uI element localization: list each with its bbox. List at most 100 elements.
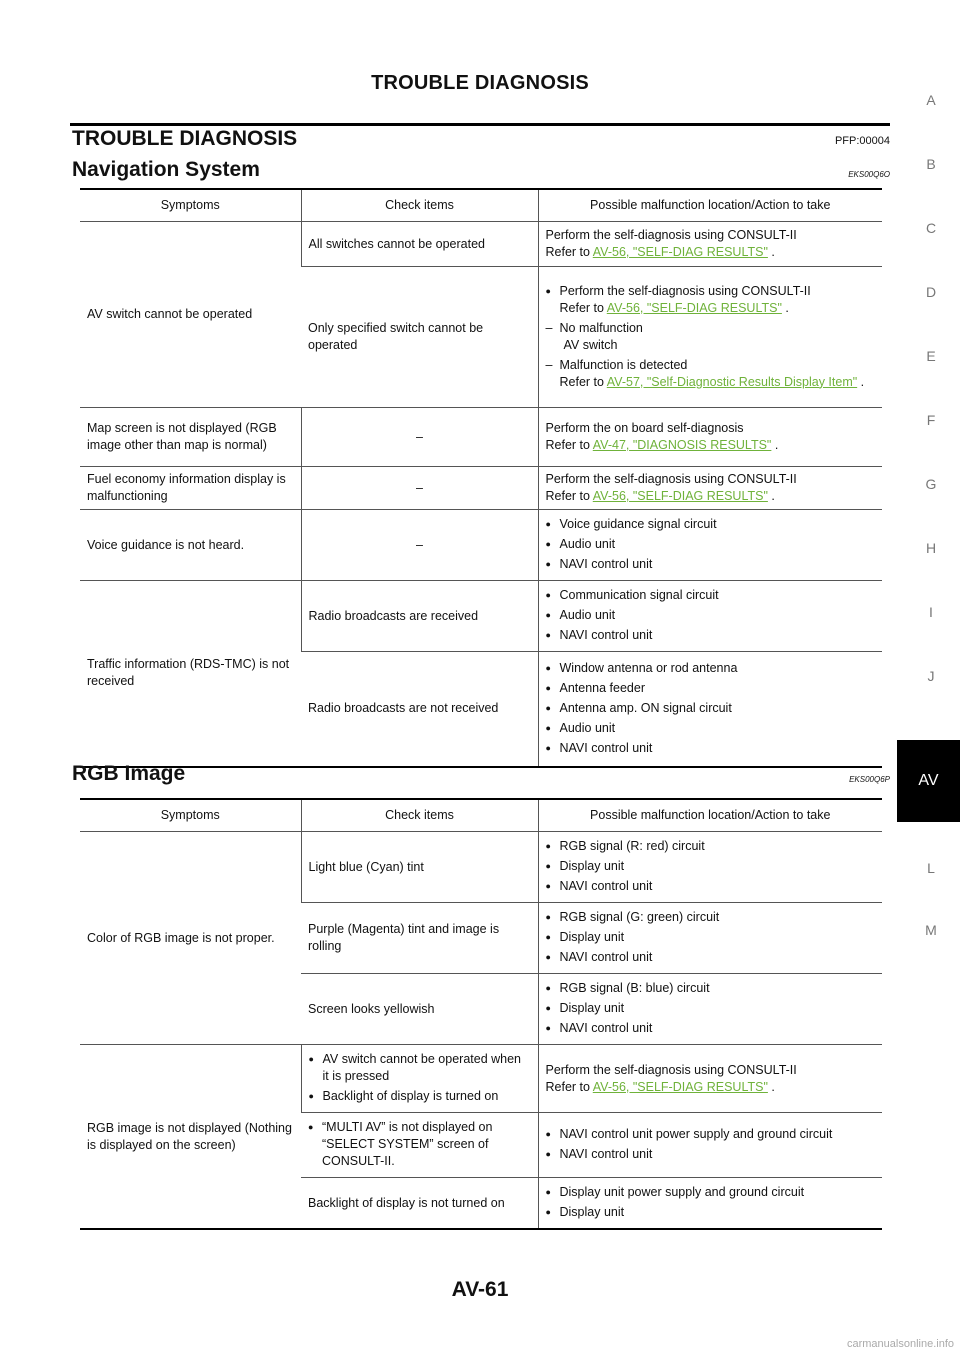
table-row: Fuel economy information display is malf… <box>80 466 882 510</box>
link-self-diag-results[interactable]: AV-56, "SELF-DIAG RESULTS" <box>592 245 768 259</box>
col-check-items: Check items <box>300 189 538 222</box>
bullet-item: NAVI control unit <box>546 878 876 895</box>
table-row: Map screen is not displayed (RGB image o… <box>80 407 882 467</box>
period: . <box>774 438 779 452</box>
action-cell: Perform the self-diagnosis using CONSULT… <box>537 466 882 510</box>
side-tab-b[interactable]: B <box>926 156 936 172</box>
period: . <box>785 300 789 315</box>
refer-line: Refer to AV-47, "DIAGNOSIS RESULTS" . <box>546 437 876 454</box>
rgb-section-title: RGB Image <box>72 762 186 785</box>
check-cell: AV switch cannot be operated when it is … <box>300 1044 538 1113</box>
action-cell: Communication signal circuit Audio unit … <box>537 580 882 652</box>
check-cell: – <box>300 407 538 467</box>
symptom-cell: AV switch cannot be operated <box>80 221 301 408</box>
main-title: TROUBLE DIAGNOSIS <box>72 127 298 150</box>
link-self-diag-results[interactable]: AV-56, "SELF-DIAG RESULTS" <box>592 489 768 503</box>
check-cell: Light blue (Cyan) tint <box>300 831 538 903</box>
bullet-item: NAVI control unit power supply and groun… <box>546 1126 876 1143</box>
link-self-diag-results[interactable]: AV-56, "SELF-DIAG RESULTS" <box>606 300 782 315</box>
symptom-cell: Fuel economy information display is malf… <box>80 466 301 510</box>
col-action: Possible malfunction location/Action to … <box>537 189 882 222</box>
bullet-text: Perform the self-diagnosis using CONSULT… <box>559 283 811 298</box>
action-line: Perform the self-diagnosis using CONSULT… <box>545 1062 797 1077</box>
check-cell: Only specified switch cannot be operated <box>301 266 538 408</box>
action-cell: Window antenna or rod antenna Antenna fe… <box>537 651 882 767</box>
bullet-item: Audio unit <box>546 607 876 624</box>
nav-section-title: Navigation System <box>72 158 260 181</box>
table-row: Radio broadcasts are not received Window… <box>80 651 882 767</box>
side-tab-g[interactable]: G <box>925 476 937 492</box>
action-cell: Voice guidance signal circuit Audio unit… <box>537 509 882 581</box>
header-rule <box>70 123 890 126</box>
period: . <box>860 374 865 389</box>
action-line: Perform the self-diagnosis using CONSULT… <box>545 228 797 242</box>
check-cell: Purple (Magenta) tint and image is rolli… <box>301 902 538 974</box>
side-tab-f[interactable]: F <box>926 412 936 428</box>
link-self-diag-results[interactable]: AV-56, "SELF-DIAG RESULTS" <box>592 1079 768 1094</box>
table-row: Purple (Magenta) tint and image is rolli… <box>80 902 882 974</box>
table-row: Traffic information (RDS-TMC) is not rec… <box>80 580 882 767</box>
check-cell: All switches cannot be operated <box>300 221 538 267</box>
refer-line: Refer to AV-56, "SELF-DIAG RESULTS" . <box>546 1079 876 1096</box>
bullet-item: Display unit <box>546 1204 876 1221</box>
refer-text: Refer to <box>559 374 604 389</box>
symptom-cell: Voice guidance is not heard. <box>80 509 301 581</box>
refer-line: Refer to AV-56, "SELF-DIAG RESULTS" . <box>546 488 876 505</box>
dash-item: No malfunction AV switch <box>546 320 876 354</box>
action-cell: Perform the self-diagnosis using CONSULT… <box>537 221 882 267</box>
navigation-table: Symptoms Check items Possible malfunctio… <box>80 188 882 768</box>
table-row: RGB image is not displayed (Nothing is d… <box>80 1044 882 1229</box>
action-cell: Perform the self-diagnosis using CONSULT… <box>537 266 882 408</box>
bullet-item: NAVI control unit <box>546 556 876 573</box>
table-row: Only specified switch cannot be operated… <box>80 266 882 408</box>
bullet-item: RGB signal (G: green) circuit <box>546 909 876 926</box>
action-cell: RGB signal (B: blue) circuit Display uni… <box>537 973 882 1045</box>
bullet-item: NAVI control unit <box>546 740 876 757</box>
symptom-cell: Map screen is not displayed (RGB image o… <box>80 407 301 467</box>
period: . <box>771 489 775 503</box>
link-diagnosis-results[interactable]: AV-47, "DIAGNOSIS RESULTS" <box>592 438 772 452</box>
side-tab-j[interactable]: J <box>927 668 935 684</box>
refer-line: Refer to AV-56, "SELF-DIAG RESULTS" . <box>546 244 876 261</box>
side-tab-av-active[interactable]: AV <box>897 740 960 822</box>
side-tab-m[interactable]: M <box>925 922 937 938</box>
sub-text: AV switch <box>563 337 618 352</box>
table-row: AV switch cannot be operated All switche… <box>80 221 882 408</box>
side-tab-h[interactable]: H <box>925 540 937 556</box>
bullet-item: NAVI control unit <box>546 949 876 966</box>
bullet-item: Window antenna or rod antenna <box>546 660 876 677</box>
dash-text: No malfunction <box>559 320 643 335</box>
action-cell: RGB signal (R: red) circuit Display unit… <box>537 831 882 903</box>
side-tab-i[interactable]: I <box>929 604 933 620</box>
table-row: Color of RGB image is not proper. Light … <box>80 831 882 1045</box>
bullet-item: Audio unit <box>546 536 876 553</box>
bullet-item: RGB signal (B: blue) circuit <box>546 980 876 997</box>
check-cell: “MULTI AV” is not displayed on “SELECT S… <box>301 1112 538 1178</box>
side-tab-c[interactable]: C <box>925 220 937 236</box>
side-tab-e[interactable]: E <box>926 348 936 364</box>
check-cell: Radio broadcasts are not received <box>301 651 538 767</box>
table-row: Voice guidance is not heard. – Voice gui… <box>80 509 882 581</box>
bullet-item: Display unit <box>546 858 876 875</box>
action-cell: Display unit power supply and ground cir… <box>537 1177 882 1229</box>
action-cell: Perform the self-diagnosis using CONSULT… <box>537 1044 882 1113</box>
refer-text: Refer to <box>545 489 590 503</box>
bullet-item: Display unit <box>546 929 876 946</box>
symptom-cell: Traffic information (RDS-TMC) is not rec… <box>80 580 301 767</box>
bullet-item: Voice guidance signal circuit <box>546 516 876 533</box>
col-symptoms: Symptoms <box>160 198 220 212</box>
nav-section-code: EKS00Q6O <box>848 170 890 179</box>
page-header: TROUBLE DIAGNOSIS <box>371 72 589 94</box>
period: . <box>771 245 775 259</box>
side-tab-a[interactable]: A <box>926 92 936 108</box>
side-tab-l[interactable]: L <box>927 860 935 876</box>
table-row: “MULTI AV” is not displayed on “SELECT S… <box>80 1112 882 1178</box>
period: . <box>771 1079 775 1094</box>
side-tab-d[interactable]: D <box>925 284 937 300</box>
bullet-item: Perform the self-diagnosis using CONSULT… <box>546 283 876 317</box>
link-self-diagnostic-display-item[interactable]: AV-57, "Self-Diagnostic Results Display … <box>606 374 858 389</box>
bullet-item: Communication signal circuit <box>546 587 876 604</box>
check-cell: Backlight of display is not turned on <box>301 1177 538 1229</box>
bullet-item: Display unit <box>546 1000 876 1017</box>
